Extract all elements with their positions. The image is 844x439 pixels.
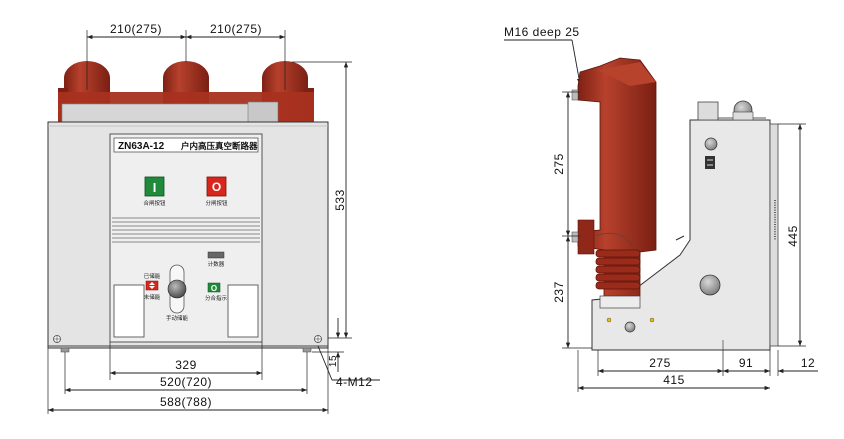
dim-body-height: 445 <box>786 225 800 247</box>
manual-charge-knob[interactable] <box>167 279 187 299</box>
front-holes-leader: 4-M12 <box>317 345 380 389</box>
open-button[interactable] <box>206 176 227 197</box>
indicator-glyph: O <box>211 284 217 293</box>
dim-mount-width: 520(720) <box>160 375 212 389</box>
dim-overall-width: 588(788) <box>160 395 212 409</box>
dim-lower-terminal: 237 <box>552 281 566 303</box>
open-close-indicator <box>207 282 221 293</box>
dim-holes: 4-M12 <box>336 375 373 389</box>
side-handle <box>705 156 715 169</box>
terminal-insulators <box>58 61 314 126</box>
open-button-glyph: O <box>212 180 221 194</box>
side-insulator <box>577 57 657 309</box>
side-terminal-dimensions: 275 237 <box>552 91 592 349</box>
side-height-dimension: 445 <box>778 123 806 347</box>
dim-depth-c: 12 <box>801 356 815 370</box>
thread-leader: M16 deep 25 <box>504 25 582 85</box>
thread-label: M16 deep 25 <box>504 25 580 39</box>
terminal-bracket <box>61 103 263 123</box>
dim-depth-b: 91 <box>739 356 753 370</box>
dim-foot: 15 <box>328 355 339 367</box>
close-button[interactable] <box>144 176 165 197</box>
front-width-dimensions: 329 520(720) 588(788) <box>47 342 329 414</box>
model-label: ZN63A-12 <box>118 141 165 152</box>
side-disc <box>699 274 721 296</box>
side-indicator-icon <box>704 137 718 151</box>
top-bracket <box>697 101 719 121</box>
side-rear-plate <box>769 123 779 347</box>
counter-window <box>207 251 225 259</box>
dim-total-depth: 415 <box>663 373 685 387</box>
dim-upper-terminal: 275 <box>552 153 566 175</box>
dim-depth-a: 275 <box>649 356 671 370</box>
product-name-label: 户内高压真空断路器 <box>180 141 258 151</box>
energy-indicator <box>145 280 159 291</box>
upper-terminal-stud <box>571 89 579 101</box>
energy-indicator-arrows-icon <box>149 282 155 289</box>
open-close-indicator-label: 分合指示 <box>205 294 228 302</box>
nameplate <box>113 137 259 153</box>
left-door <box>113 284 145 338</box>
side-view: M16 deep 25 <box>504 25 818 392</box>
dim-pitch-right: 210(275) <box>210 22 262 36</box>
dim-pitch-left: 210(275) <box>110 22 162 36</box>
unstored-label: 未储能 <box>144 293 161 301</box>
close-button-glyph: I <box>153 180 157 195</box>
front-pitch-dimensions: 210(275) 210(275) <box>86 22 286 90</box>
close-button-label: 合闸按钮 <box>143 199 166 207</box>
manual-charge-label: 手动储能 <box>166 314 189 322</box>
stored-label: 已储能 <box>144 272 161 280</box>
dim-height: 533 <box>333 189 347 211</box>
side-small-disc <box>624 321 636 333</box>
counter-label: 计数器 <box>208 260 225 268</box>
lower-terminal-stud <box>571 231 579 243</box>
vent-lines <box>112 217 260 243</box>
front-view: ZN63A-12 户内高压真空断路器 I 合闸按钮 O 分闸按钮 计数器 已储能… <box>47 22 380 414</box>
right-door <box>227 284 259 338</box>
side-depth-dimensions: 275 91 12 415 <box>577 350 818 392</box>
dim-inner-width: 329 <box>175 358 197 372</box>
front-height-dimension: 533 <box>292 61 352 339</box>
open-button-label: 分闸按钮 <box>205 199 228 207</box>
